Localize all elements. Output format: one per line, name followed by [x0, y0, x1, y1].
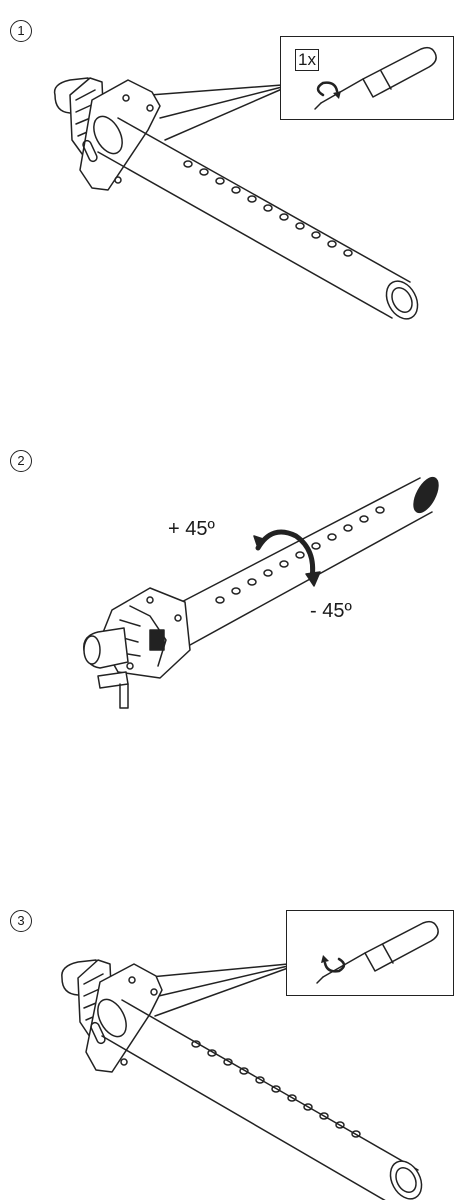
- step-1-tube-illustration: [53, 77, 419, 320]
- step-3: 3: [0, 880, 459, 1200]
- screwdriver-icon: [314, 46, 437, 110]
- step-2-badge: 2: [10, 450, 32, 472]
- angle-plus-label: + 45º: [168, 518, 215, 540]
- step-1-callout: 1x: [280, 36, 454, 120]
- rotate-arrow-icon: [316, 81, 341, 99]
- step-1-quantity: 1x: [295, 49, 319, 71]
- rotate-arrow-icon: [321, 955, 346, 973]
- step-2: 2 + 45º - 45º: [0, 440, 459, 760]
- step-3-badge: 3: [10, 910, 32, 932]
- step-1: 1: [0, 0, 459, 380]
- angle-minus-label: - 45º: [310, 600, 352, 622]
- step-2-tube-illustration: [83, 476, 439, 709]
- step-3-tube-illustration: [61, 959, 423, 1200]
- step-3-callout: [286, 910, 454, 996]
- step-1-badge: 1: [10, 20, 32, 42]
